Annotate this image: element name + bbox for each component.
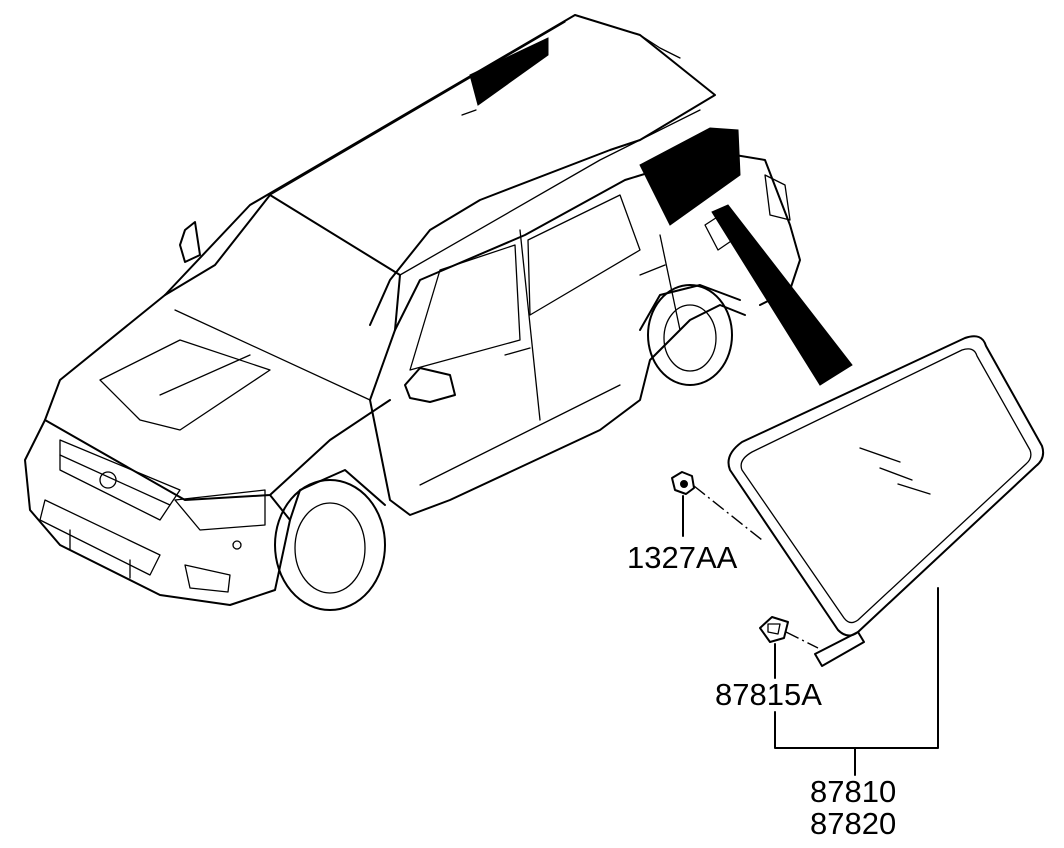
leader-bracket (774, 587, 939, 776)
part-number-1327AA: 1327AA (627, 540, 738, 575)
part-number-87820: 87820 (810, 806, 896, 841)
callout-arrow (711, 204, 853, 386)
nut-part (671, 471, 763, 541)
clip-part (759, 616, 819, 649)
part-number-87815A: 87815A (715, 677, 822, 712)
vehicle-illustration (24, 14, 801, 611)
part-number-87810: 87810 (810, 774, 896, 809)
quarter-glass-part (727, 335, 1045, 667)
